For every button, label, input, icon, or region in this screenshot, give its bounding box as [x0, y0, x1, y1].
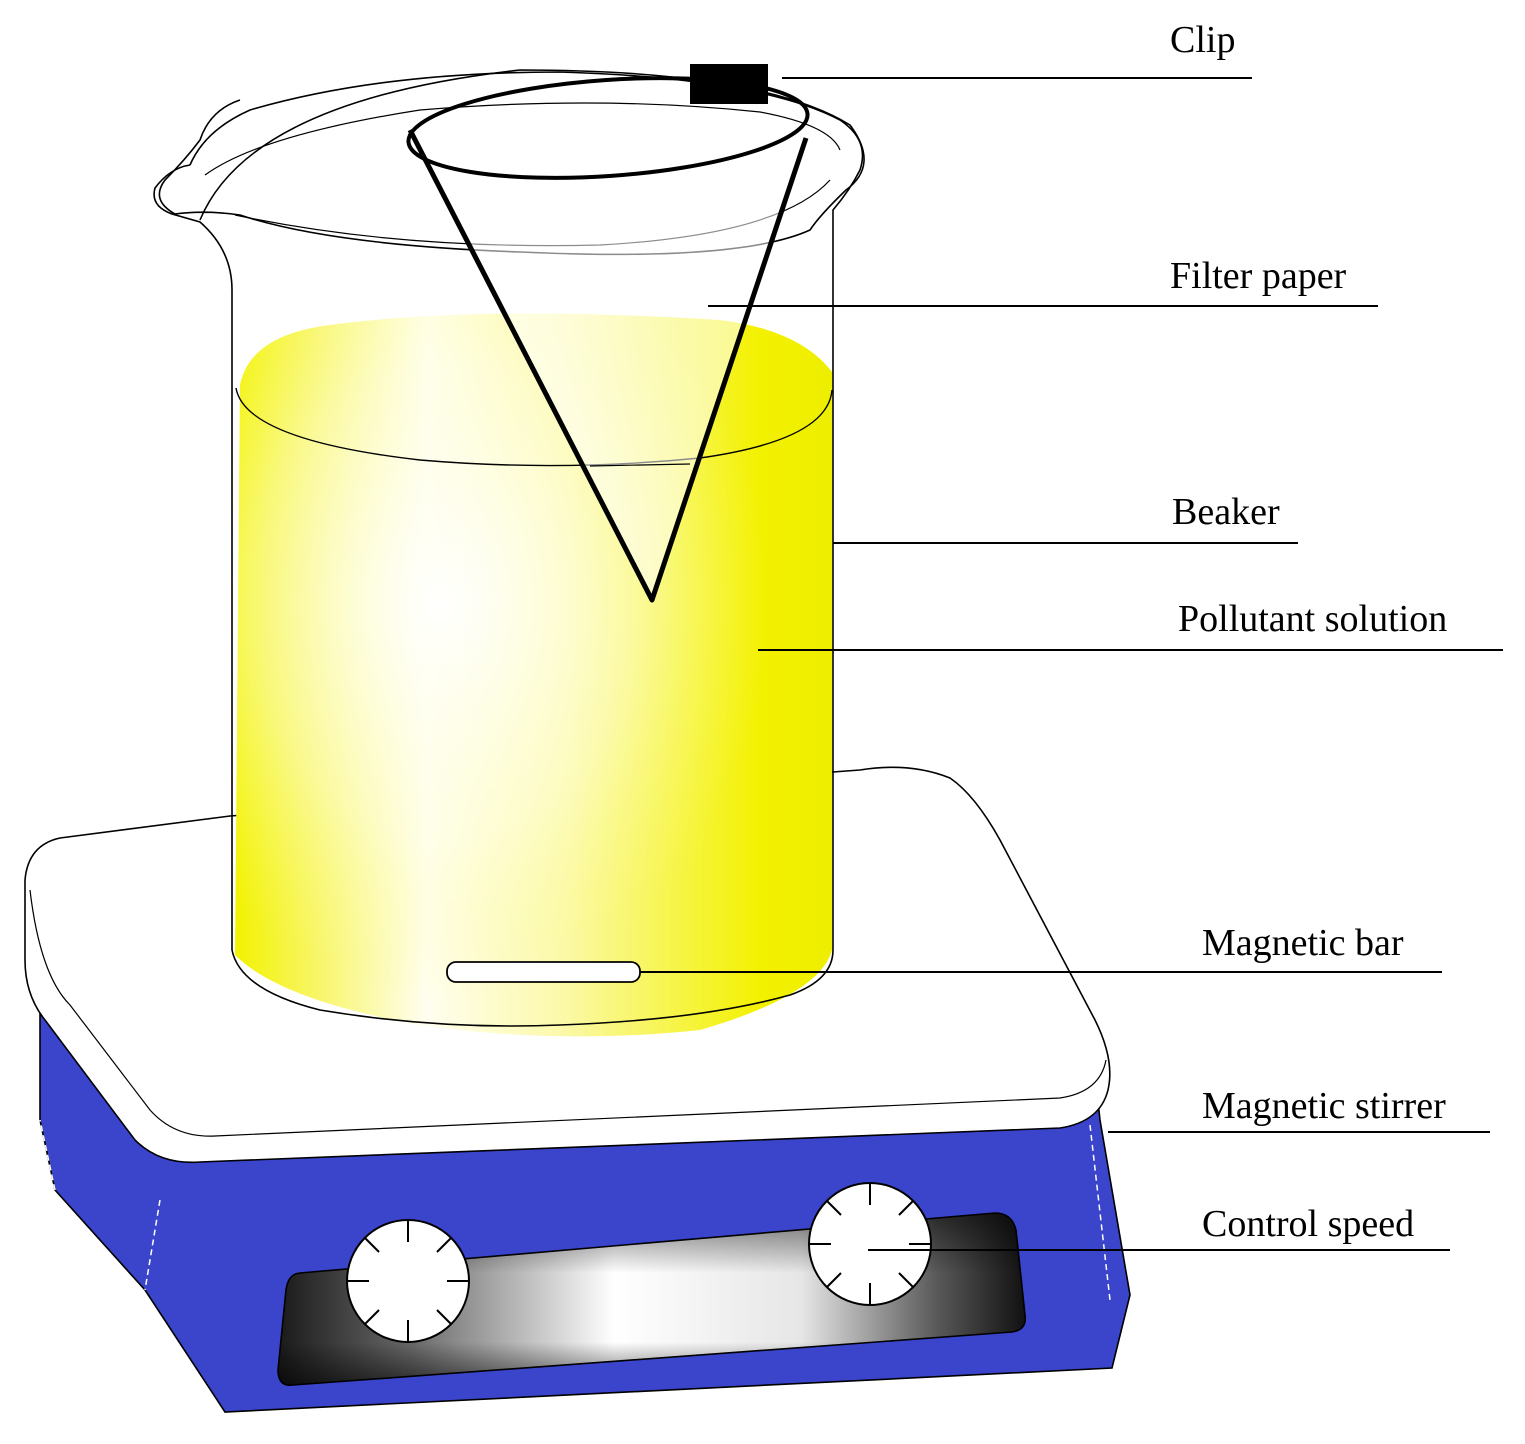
liquid-surface — [235, 387, 833, 467]
filter-paper — [406, 76, 810, 603]
pollutant-solution-label: Pollutant solution — [1178, 598, 1447, 640]
labels: Clip Filter paper Beaker Pollutant solut… — [1170, 19, 1447, 1245]
leader-lines — [640, 77, 1503, 1251]
magnetic-bar-shape — [446, 961, 641, 983]
clip-label: Clip — [1170, 19, 1235, 61]
filter-paper-label: Filter paper — [1170, 255, 1347, 297]
stirrer-edge-left — [39, 1119, 161, 1291]
control-speed-label: Control speed — [1202, 1203, 1414, 1245]
speed-knob-right[interactable] — [808, 1182, 932, 1306]
clip-shape — [690, 64, 768, 104]
beaker — [153, 64, 865, 1037]
speed-knob-left[interactable] — [346, 1219, 470, 1343]
magnetic-stirrer-label: Magnetic stirrer — [1202, 1085, 1446, 1127]
beaker-wall — [231, 250, 834, 1027]
beaker-label: Beaker — [1172, 491, 1280, 533]
stirrer-plate-edge — [29, 889, 1107, 1137]
magnetic-bar-label: Magnetic bar — [1202, 922, 1404, 964]
